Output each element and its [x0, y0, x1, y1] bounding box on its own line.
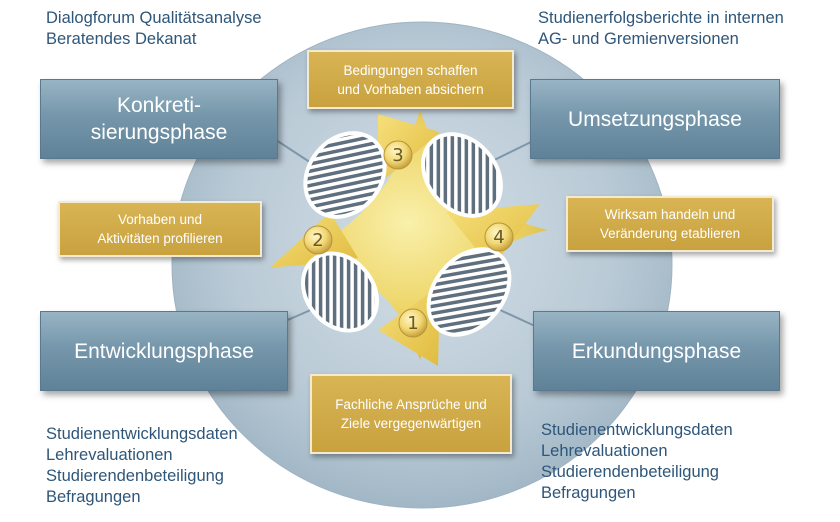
top-right-text: Studienerfolgsberichte in internen AG- u… [538, 8, 784, 50]
action-wirksam-line-2: Veränderung etablieren [599, 226, 741, 241]
action-bedingungen: Bedingungen schaffen und Vorhaben absich… [307, 50, 514, 109]
action-vorhaben-line-1: Vorhaben und [117, 212, 203, 227]
step-number-3: 3 [392, 145, 403, 166]
phase-entwicklung-label: Entwicklungsphase [74, 339, 254, 363]
phase-entwicklung: Entwicklungsphase [40, 311, 288, 391]
action-vorhaben-line-2: Aktivitäten profilieren [97, 231, 223, 246]
bottom-right-text: Studienentwicklungsdaten Lehrevaluatione… [541, 420, 733, 504]
action-wirksam: Wirksam handeln und Veränderung etablier… [566, 196, 774, 252]
bottom-right-line-2: Lehrevaluationen [541, 442, 668, 460]
hatched-ellipse-lower-left [301, 251, 379, 333]
top-left-text: Dialogforum Qualitätsanalyse Beratendes … [46, 8, 262, 50]
hatched-ellipse-upper-left [303, 131, 387, 219]
action-wirksam-line-1: Wirksam handeln und [604, 207, 736, 222]
center-star [268, 110, 548, 360]
top-right-line-1: Studienerfolgsberichte in internen [538, 9, 784, 27]
hatched-ellipse-upper-right [421, 132, 503, 218]
step-badge-1: 1 [398, 308, 428, 338]
bottom-left-text: Studienentwicklungsdaten Lehrevaluatione… [46, 424, 238, 508]
top-left-line-1: Dialogforum Qualitätsanalyse [46, 9, 262, 27]
phase-erkundung: Erkundungsphase [533, 311, 780, 391]
phase-umsetzung: Umsetzungsphase [530, 79, 780, 159]
action-fachliche-line-1: Fachliche Ansprüche und [335, 397, 487, 412]
bottom-left-line-2: Lehrevaluationen [46, 446, 173, 464]
action-bedingungen-line-1: Bedingungen schaffen [343, 62, 478, 78]
phase-konkretisierung: Konkreti- sierungsphase [40, 79, 278, 159]
step-badge-2: 2 [303, 225, 333, 255]
top-right-line-2: AG- und Gremienversionen [538, 30, 739, 48]
step-number-1: 1 [407, 313, 418, 334]
action-fachliche-line-2: Ziele vergegenwärtigen [340, 416, 482, 431]
step-number-2: 2 [312, 230, 323, 251]
action-bedingungen-line-2: und Vorhaben absichern [337, 81, 484, 97]
bottom-right-line-3: Studierendenbeteiligung [541, 463, 719, 481]
step-number-4: 4 [493, 227, 504, 248]
step-badge-3: 3 [383, 140, 413, 170]
bottom-right-line-4: Befragungen [541, 484, 636, 502]
phase-umsetzung-label: Umsetzungsphase [568, 107, 742, 131]
bottom-left-line-3: Studierendenbeteiligung [46, 467, 224, 485]
action-vorhaben: Vorhaben und Aktivitäten profilieren [58, 201, 262, 257]
action-fachliche: Fachliche Ansprüche und Ziele vergegenwä… [310, 374, 512, 454]
phase-erkundung-label: Erkundungsphase [571, 339, 742, 363]
hatched-ellipse-lower-right [426, 247, 512, 337]
top-left-line-2: Beratendes Dekanat [46, 30, 197, 48]
step-badge-4: 4 [484, 222, 514, 252]
phase-konkretisierung-line-1: Konkreti- [116, 94, 202, 117]
bottom-left-line-1: Studienentwicklungsdaten [46, 425, 238, 443]
bottom-right-line-1: Studienentwicklungsdaten [541, 421, 733, 439]
phase-konkretisierung-line-2: sierungsphase [90, 121, 228, 144]
bottom-left-line-4: Befragungen [46, 488, 141, 506]
